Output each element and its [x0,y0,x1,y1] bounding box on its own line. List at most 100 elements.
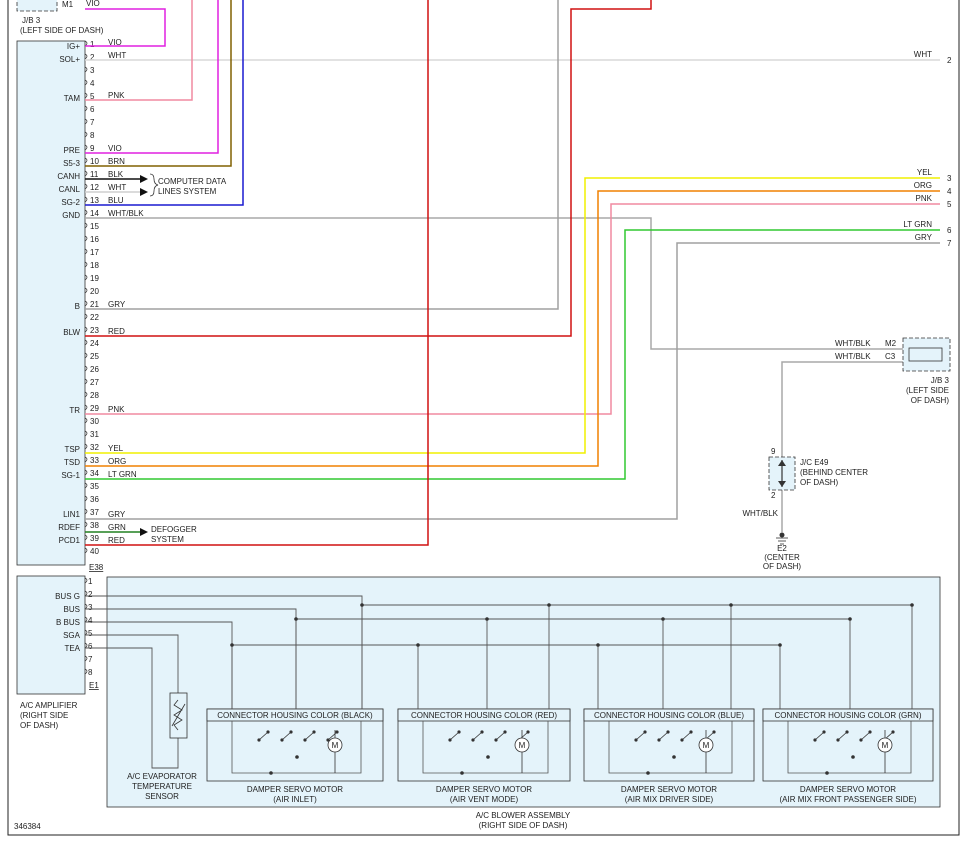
connector-e1-label: E1 [89,681,99,690]
switch-contact [658,731,669,741]
circuit-node [460,771,464,775]
pin-number: 2 [90,53,95,62]
pin-terminal [84,105,88,112]
switch-node [643,730,647,734]
pin-label: SG-1 [61,471,80,480]
pin-label: TSD [64,458,80,467]
motor-circuit [231,721,362,774]
pin-terminal [84,235,88,242]
pin-number: 3 [88,603,93,612]
blower-name: A/C BLOWER ASSEMBLY [476,811,571,820]
pin-label: TEA [64,644,80,653]
circuit-node [486,755,490,759]
pin-label: SOL+ [59,55,80,64]
pin-terminal [84,144,88,151]
jb3-top-location: (LEFT SIDE OF DASH) [20,26,104,35]
jb3-top-pin: M1 [62,0,74,9]
housing-header [397,708,571,722]
pin-terminal [84,53,88,60]
switch-node [526,730,530,734]
switch-contact [495,731,506,741]
pin-number: 9 [90,144,95,153]
jb3-right-name: J/B 3 [931,376,950,385]
switch-node [680,738,684,742]
housing-header [583,708,755,722]
pin-terminal [84,508,88,515]
pin-number: 2 [88,590,93,599]
amplifier-location-1: (RIGHT SIDE [20,711,68,720]
pin-terminal [84,222,88,229]
pin-terminal [84,443,88,450]
pin-terminal [84,157,88,164]
arrow-defogger-icon [140,528,148,536]
pin-number: 6 [88,642,93,651]
pin-label: BLW [63,328,80,337]
switch-node [891,730,895,734]
pin-terminal [84,339,88,346]
ground-e2-loc1: (CENTER [764,553,800,562]
jc-e49-wire: WHT/BLK [742,509,778,518]
pin-label: SG-2 [61,198,80,207]
jc-arrow-up-icon [778,460,786,466]
pin-terminal [84,287,88,294]
switch-contact [472,731,483,741]
pin-number: 4 [90,79,95,88]
switch-contact [860,731,871,741]
pin-terminal [84,391,88,398]
bus-junction [596,643,600,647]
right-wire-7: GRY [915,233,933,242]
frame-border [7,0,960,836]
arrow-canl-icon [140,188,148,196]
wl-pin10: BRN [108,157,125,166]
pin-label: TAM [64,94,81,103]
pin-number: 11 [90,170,99,179]
pin-terminal [84,547,88,554]
motor-subtitle: (AIR MIX FRONT PASSENGER SIDE) [779,795,916,804]
jc-arrow-down-icon [778,481,786,487]
wl-pin21: GRY [108,300,126,309]
motor-title: DAMPER SERVO MOTOR [621,785,717,794]
pin-number: 7 [88,655,93,664]
switch-node [326,738,330,742]
pin-terminal [84,378,88,385]
switch-node [845,730,849,734]
ground-e2-name: E2 [777,544,787,553]
pin-label: CANH [57,172,80,181]
switch-contact [681,731,692,741]
pin-number: 25 [90,352,99,361]
pin-number: 18 [90,261,99,270]
switch-node [457,730,461,734]
pin-terminal [84,170,88,177]
jc-e49-name: J/C E49 [800,458,829,467]
switch-node [494,738,498,742]
switch-node [303,738,307,742]
wire-org-tsd [85,190,940,467]
ground-e2-loc2: OF DASH) [763,562,802,571]
amplifier-location-2: OF DASH) [20,721,59,730]
pin-number: 30 [90,417,99,426]
pin-number: 5 [90,92,95,101]
pin-number: 29 [90,404,99,413]
motor-circuit [787,721,912,774]
switch-node [448,738,452,742]
wl-pin34: LT GRN [108,470,137,479]
pin-number: 5 [88,629,93,638]
pin-terminal [84,248,88,255]
wire-pnk-tr [85,203,940,415]
housing-label: CONNECTOR HOUSING COLOR (RED) [411,711,557,720]
right-pin-3: 3 [947,174,952,183]
switch-node [257,738,261,742]
switch-node [280,738,284,742]
bus-junction [547,603,551,607]
right-wire-5: PNK [916,194,933,203]
wire-gry-lin1 [85,242,940,520]
wl-pin37: GRY [108,510,126,519]
pin-terminal [84,469,88,476]
switch-contact [635,731,646,741]
pin-label: BUS [64,605,80,614]
wl-pin13: BLU [108,196,124,205]
